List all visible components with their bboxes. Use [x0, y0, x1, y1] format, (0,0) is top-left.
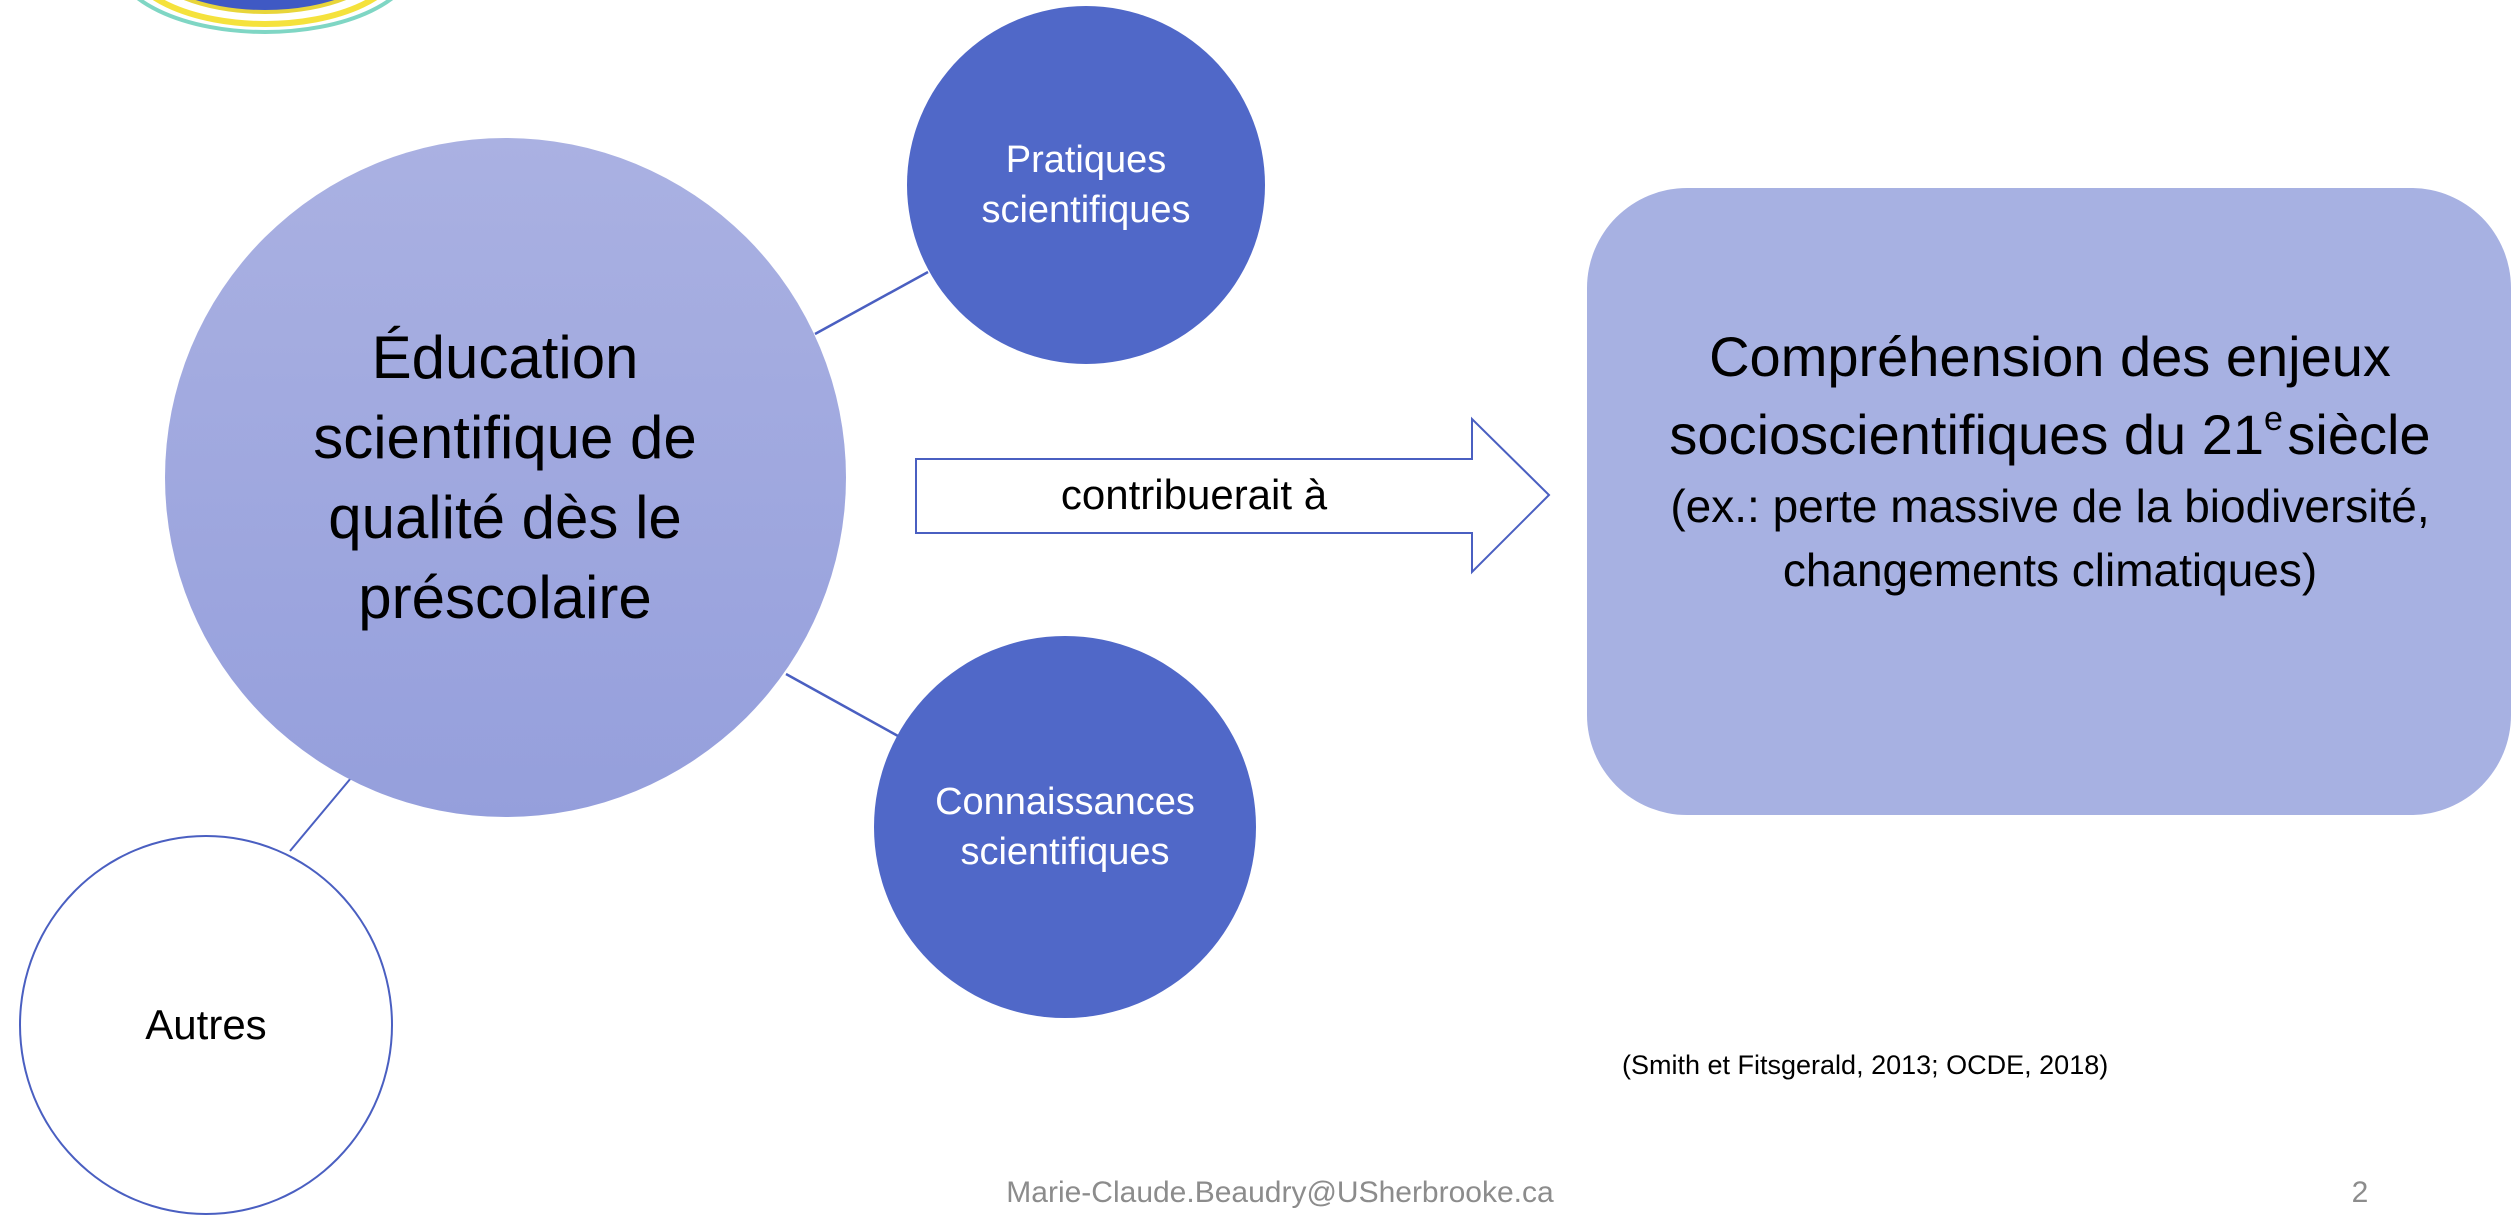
satellite-autres-label: Autres — [145, 1001, 267, 1048]
outcome-box — [1587, 188, 2511, 815]
outcome-box-text: Compréhension des enjeux socioscientifiq… — [1625, 318, 2475, 602]
connector-pratiques — [814, 270, 929, 336]
citation: (Smith et Fitsgerald, 2013; OCDE, 2018) — [1622, 1050, 2109, 1080]
outcome-main-suffix: siècle — [2287, 403, 2431, 466]
outcome-details: (ex.: perte massive de la biodiversité, … — [1670, 480, 2430, 596]
main-circle-label: Éducation scientifique de qualité dès le… — [313, 324, 697, 631]
satellite-connaissances: Connaissances scientifiques — [874, 636, 1256, 1018]
main-circle — [165, 138, 846, 817]
satellite-connaissances-label: Connaissances scientifiques — [935, 781, 1195, 873]
satellite-pratiques: Pratiques scientifiques — [907, 6, 1265, 364]
connector-autres — [289, 777, 352, 852]
arrow-label: contribuerait à — [1060, 471, 1328, 518]
connector-connaissances — [785, 672, 899, 738]
page-number: 2 — [2351, 1176, 2369, 1209]
outcome-main-prefix: Compréhension des enjeux socioscientifiq… — [1669, 325, 2391, 466]
footer-email: Marie-Claude.Beaudry@USherbrooke.ca — [1006, 1176, 1554, 1209]
satellite-autres: Autres — [19, 835, 393, 1215]
satellite-pratiques-label: Pratiques scientifiques — [981, 139, 1191, 231]
arrow-shape — [915, 416, 1551, 575]
outcome-superscript: e — [2264, 400, 2283, 438]
logo-icon — [136, 0, 394, 34]
